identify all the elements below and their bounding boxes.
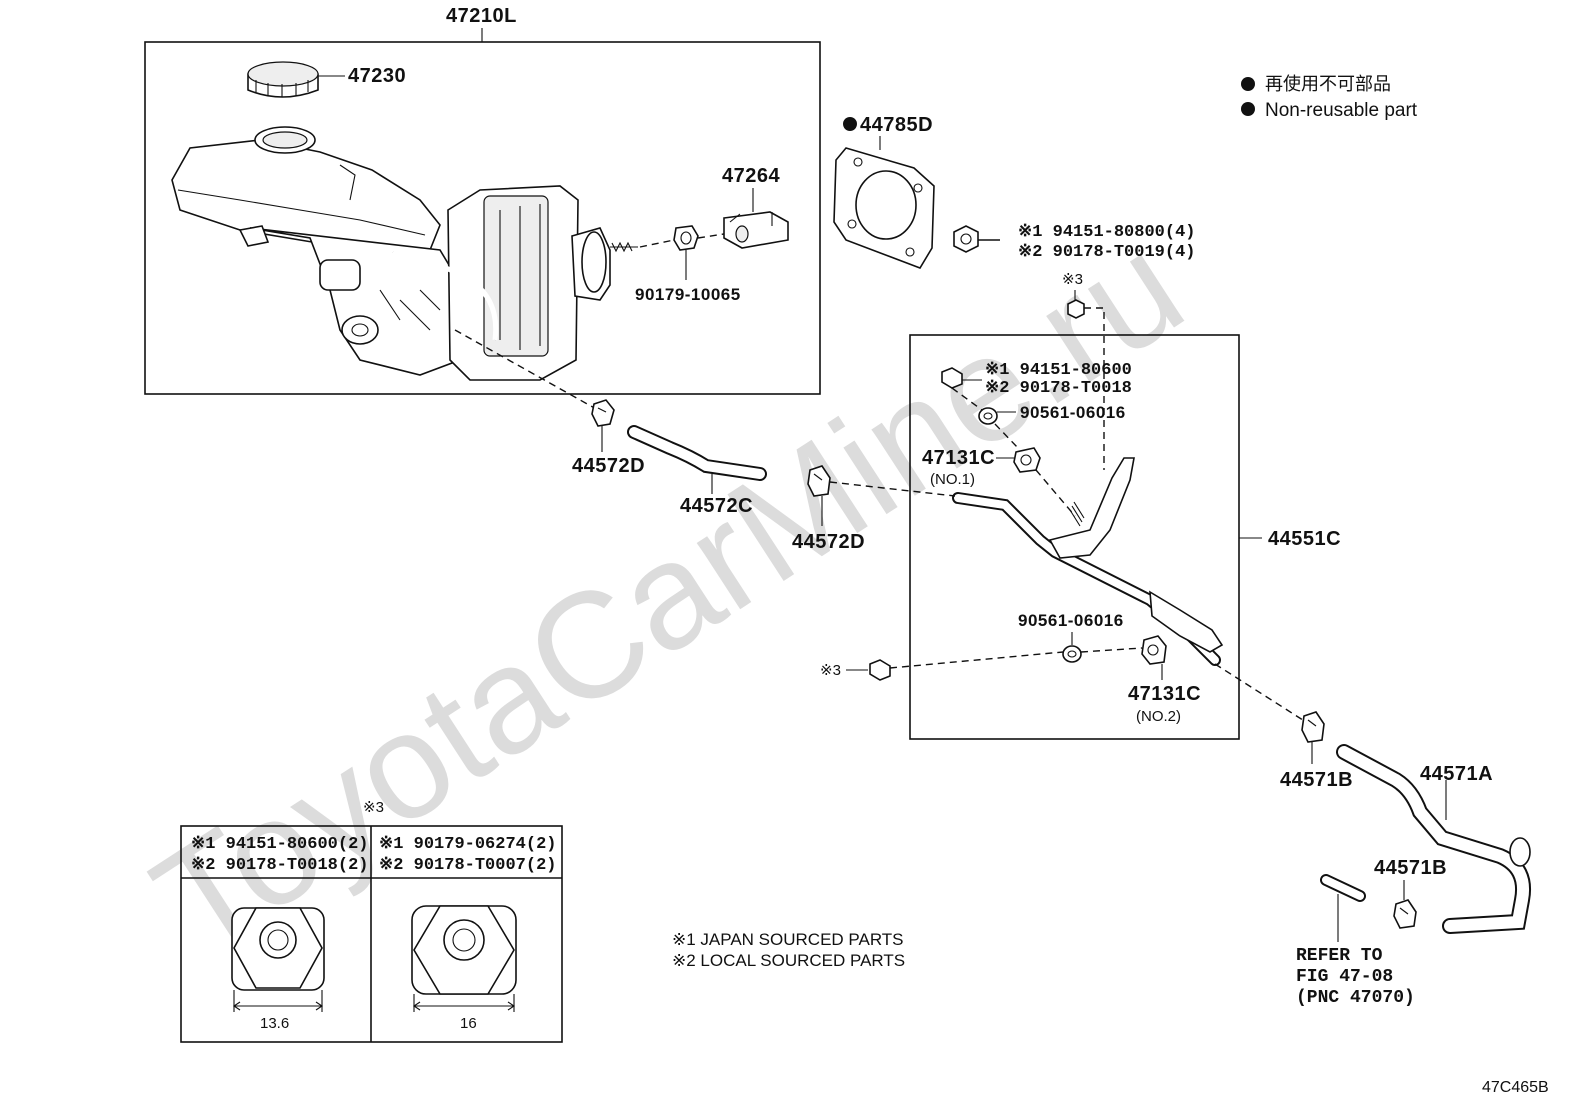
clamp-no1-icon — [1013, 447, 1041, 473]
pipe-assy-box — [909, 334, 1240, 740]
nut-ref3-top-icon — [1067, 299, 1085, 319]
label-nut-mid-1[interactable]: ※1 94151-80600 — [985, 361, 1132, 380]
clip-44572D-left-icon — [591, 399, 615, 427]
grommet-b-icon — [1062, 645, 1082, 663]
label-clamp-no2[interactable]: 47131C — [1128, 683, 1201, 705]
reservoir-cap-icon — [247, 61, 319, 98]
legend-bullet-icon — [1241, 77, 1255, 91]
grommet-a-icon — [978, 407, 998, 425]
refer-line-3[interactable]: (PNC 47070) — [1296, 988, 1415, 1008]
label-nut-top-1[interactable]: ※1 94151-80800(4) — [1018, 223, 1195, 242]
assy-box — [144, 41, 821, 395]
label-nut-mid-2[interactable]: ※2 90178-T0018 — [985, 379, 1132, 398]
label-ref3-mid: ※3 — [820, 662, 841, 679]
label-44785D[interactable]: 44785D — [860, 114, 933, 136]
label-nut-top-2[interactable]: ※2 90178-T0019(4) — [1018, 243, 1195, 262]
diagram-code: 47C465B — [1482, 1079, 1549, 1096]
clip-44572D-right-icon — [807, 465, 831, 497]
hose-44572C-icon — [627, 425, 767, 481]
nut-13.6-icon — [231, 907, 325, 1012]
legend-en: Non-reusable part — [1265, 100, 1418, 121]
master-cylinder-icon — [171, 126, 638, 381]
label-44572D-left[interactable]: 44572D — [572, 455, 645, 477]
clip-44571B-upper-icon — [1301, 711, 1325, 743]
non-reusable-bullet-icon — [843, 117, 857, 131]
brake-pipe-icon — [952, 457, 1224, 666]
gasket-44785D-group: 44785D — [833, 114, 935, 269]
label-grommet-a[interactable]: 90561-06016 — [1020, 403, 1126, 422]
label-47210L[interactable]: 47210L — [446, 5, 517, 27]
label-44551C[interactable]: 44551C — [1268, 528, 1341, 550]
label-44571B-lower[interactable]: 44571B — [1374, 857, 1447, 879]
clip-44571B-lower-icon — [1393, 899, 1417, 929]
label-44571B-upper[interactable]: 44571B — [1280, 769, 1353, 791]
label-44571A[interactable]: 44571A — [1420, 763, 1493, 785]
label-47264[interactable]: 47264 — [722, 165, 780, 187]
table-col1-line1: ※1 94151-80600(2) — [191, 835, 368, 854]
label-ref3-top: ※3 — [1062, 271, 1083, 288]
refer-pipe-icon — [1320, 874, 1366, 902]
legend: 再使用不可部品 Non-reusable part — [1241, 74, 1418, 121]
table-ref3: ※3 — [363, 799, 384, 816]
refer-line-1[interactable]: REFER TO — [1296, 946, 1383, 966]
gasket-icon — [833, 147, 935, 269]
label-47230[interactable]: 47230 — [348, 65, 406, 87]
table-col2-dim: 16 — [460, 1015, 477, 1032]
label-grommet-b[interactable]: 90561-06016 — [1018, 611, 1124, 630]
nut-size-table: ※3 ※1 94151-80600(2) ※2 90178-T0018(2) ※… — [180, 799, 563, 1043]
legend-bullet-icon — [1241, 102, 1255, 116]
pipe-assy-group: 44551C ※3 ※1 94151-80600 ※2 90178-T0018 … — [909, 271, 1341, 740]
nut-ref3-mid-icon — [869, 659, 891, 681]
nut-16-icon — [411, 905, 517, 1012]
nut-mid-icon — [941, 367, 963, 389]
label-clamp-no1[interactable]: 47131C — [922, 447, 995, 469]
bracket-47264-icon — [723, 211, 789, 249]
label-90179-10065[interactable]: 90179-10065 — [635, 285, 741, 304]
master-cylinder-assy-group: 47210L 47230 — [144, 5, 821, 411]
label-clamp-no1-sub: (NO.1) — [930, 471, 975, 488]
nut-90179-10065-icon — [673, 225, 699, 251]
note-japan-sourced: ※1 JAPAN SOURCED PARTS — [672, 930, 904, 949]
table-col1-dim: 13.6 — [260, 1015, 289, 1032]
label-44572C[interactable]: 44572C — [680, 495, 753, 517]
label-clamp-no2-sub: (NO.2) — [1136, 708, 1181, 725]
note-local-sourced: ※2 LOCAL SOURCED PARTS — [672, 951, 905, 970]
table-col2-line1: ※1 90179-06274(2) — [379, 835, 556, 854]
refer-line-2[interactable]: FIG 47-08 — [1296, 967, 1393, 987]
nut-top-icon — [953, 225, 1000, 253]
table-col1-line2: ※2 90178-T0018(2) — [191, 856, 368, 875]
table-col2-line2: ※2 90178-T0007(2) — [379, 856, 556, 875]
legend-jp: 再使用不可部品 — [1265, 74, 1391, 94]
clamp-no2-icon — [1141, 635, 1167, 665]
label-44572D-right[interactable]: 44572D — [792, 531, 865, 553]
hose-44571A-icon — [1336, 744, 1531, 934]
